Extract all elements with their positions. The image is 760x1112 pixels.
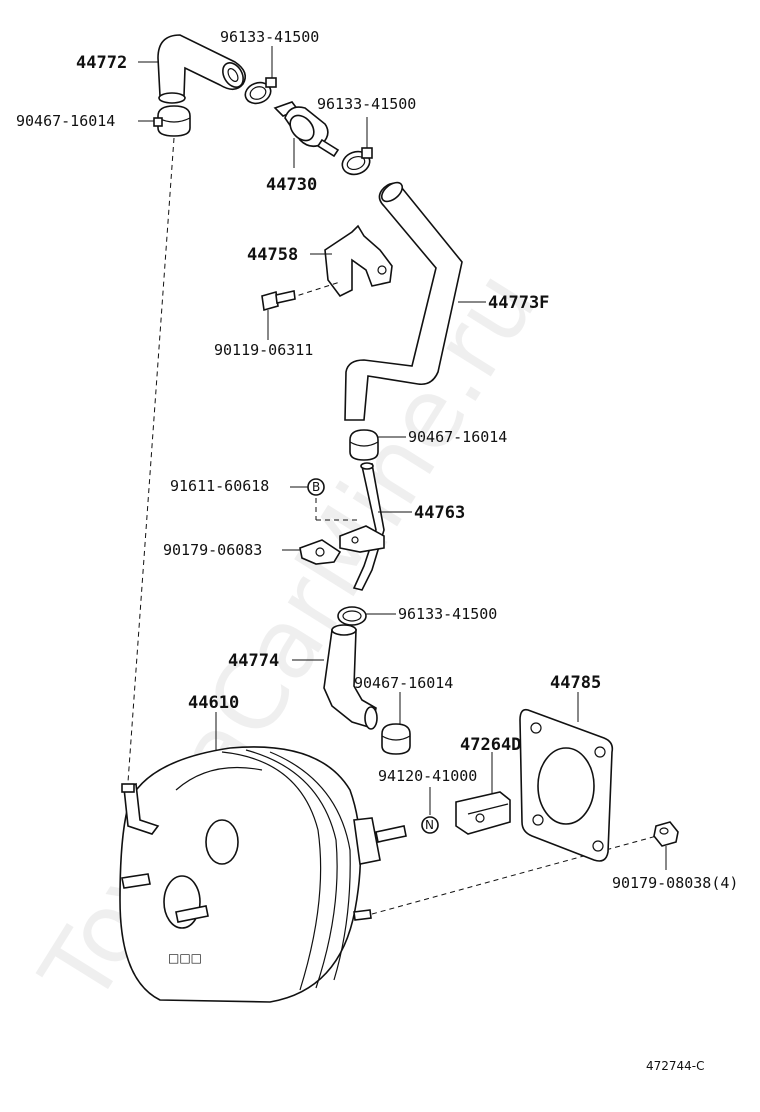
clamp-90467-upper[interactable] [153, 105, 191, 137]
clamp-96133-lower[interactable] [337, 606, 367, 626]
clamp-90467-mid[interactable] [349, 429, 379, 461]
label-90467-upper: 90467-16014 [16, 112, 115, 130]
label-44774: 44774 [228, 651, 279, 671]
brake-booster-44610[interactable]: □□□ [119, 746, 407, 1003]
label-44730: 44730 [266, 175, 317, 195]
figure-code: 472744-C [646, 1059, 705, 1073]
label-90467-lower: 90467-16014 [354, 674, 453, 692]
label-44772: 44772 [76, 53, 127, 73]
label-44758: 44758 [247, 245, 298, 265]
label-96133-lower: 96133-41500 [398, 605, 497, 623]
label-44610: 44610 [188, 693, 239, 713]
pipe-44763[interactable] [339, 462, 385, 591]
clamp-96133-top-2[interactable] [339, 147, 373, 178]
label-90119: 90119-06311 [214, 341, 313, 359]
nut-clip-90179-06083[interactable] [299, 539, 342, 565]
label-44773F: 44773F [488, 293, 549, 313]
label-94120: 94120-41000 [378, 767, 477, 785]
label-90179-08038: 90179-08038(4) [612, 874, 738, 892]
hose-44772[interactable] [157, 34, 247, 104]
svg-text:N: N [425, 818, 434, 832]
svg-text:B: B [312, 480, 320, 494]
label-44785: 44785 [550, 673, 601, 693]
bolt-90119[interactable] [261, 290, 296, 312]
check-valve-44730[interactable] [273, 101, 340, 158]
hose-44774[interactable] [323, 624, 378, 730]
svg-text:□□□: □□□ [168, 951, 202, 965]
label-47264D: 47264D [460, 735, 521, 755]
guide-line-mount [371, 833, 665, 915]
label-90179-06083: 90179-06083 [163, 541, 262, 559]
nut-90179-08038[interactable] [653, 821, 679, 847]
clamp-90467-lower[interactable] [381, 723, 411, 755]
clamp-96133-top-1[interactable] [242, 77, 277, 107]
label-96133-top-1: 96133-41500 [220, 28, 319, 46]
ref-marker-b[interactable]: B [307, 478, 325, 496]
label-96133-top-2: 96133-41500 [317, 95, 416, 113]
ref-marker-n[interactable]: N [421, 816, 439, 834]
hose-44773F[interactable] [344, 179, 463, 421]
clevis-47264D[interactable] [455, 791, 511, 835]
gasket-44785[interactable] [519, 708, 614, 862]
label-91611: 91611-60618 [170, 477, 269, 495]
guide-line-upper [127, 137, 175, 783]
label-90467-mid: 90467-16014 [408, 428, 507, 446]
label-44763: 44763 [414, 503, 465, 523]
bracket-44758[interactable] [324, 224, 393, 298]
